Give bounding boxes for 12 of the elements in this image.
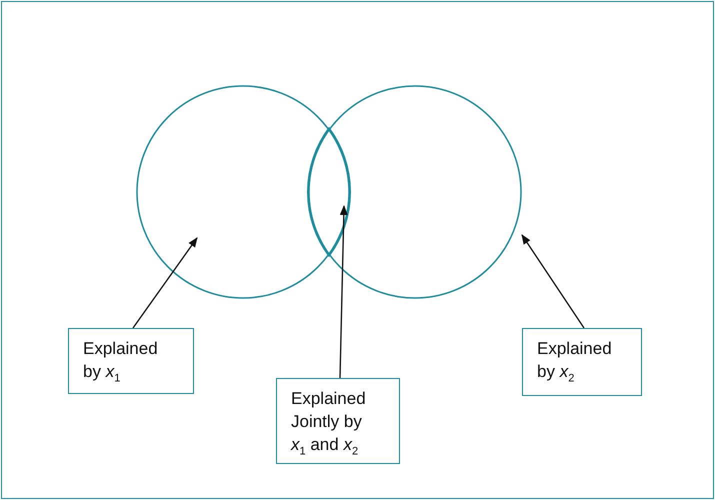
venn-circle — [308, 85, 522, 299]
leader-arrow — [339, 205, 348, 378]
callout-text: Explained by x$_{2}$ — [537, 338, 613, 383]
callout-box — [68, 328, 194, 394]
leader-arrow — [521, 234, 585, 328]
callout-text: Explained by x$_{1}$ — [83, 338, 159, 383]
callout-text: Explained Jointly by x$_{1}$ and x$_{2}$ — [291, 388, 367, 456]
venn-circle — [136, 85, 350, 299]
leader-arrow — [132, 237, 198, 328]
callout-box — [522, 328, 642, 396]
overlap-region — [308, 128, 350, 256]
callout-box — [276, 378, 400, 464]
